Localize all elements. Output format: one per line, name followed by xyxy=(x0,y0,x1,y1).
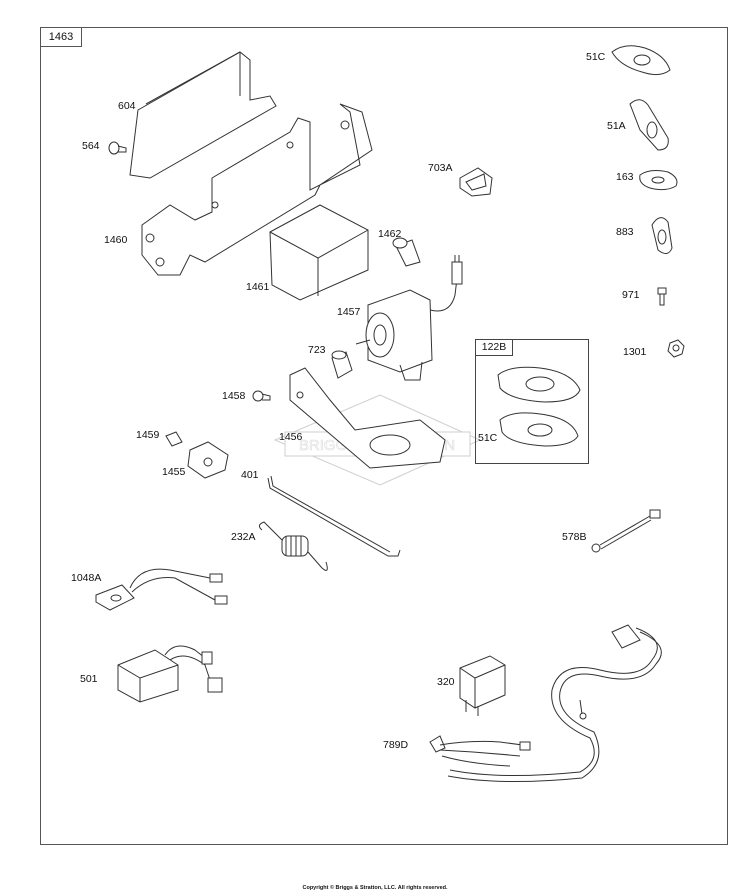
label-703A: 703A xyxy=(428,162,453,174)
part-1462-bolt xyxy=(392,237,421,267)
label-971: 971 xyxy=(622,289,640,301)
label-1048A: 1048A xyxy=(71,572,102,584)
kit-122B-label: 122B xyxy=(475,339,513,356)
part-122B-gasket xyxy=(499,412,579,447)
label-501: 501 xyxy=(80,673,98,685)
part-703A-clip xyxy=(459,167,493,197)
assembly-number: 1463 xyxy=(40,27,82,47)
label-1461: 1461 xyxy=(246,281,270,293)
part-51A-gasket xyxy=(629,99,669,151)
part-883-gasket xyxy=(651,217,673,254)
part-1455-block xyxy=(187,441,229,479)
label-401: 401 xyxy=(241,469,259,481)
label-1458: 1458 xyxy=(222,390,246,402)
part-1456-starter-bracket xyxy=(289,367,446,469)
label-578B: 578B xyxy=(562,531,587,543)
copyright-notice: Copyright © Briggs & Stratton, LLC. All … xyxy=(302,885,448,891)
label-51C: 51C xyxy=(586,51,606,63)
label-1301: 1301 xyxy=(623,346,647,358)
part-578B-ground-wire xyxy=(591,509,661,553)
part-1461-cover xyxy=(269,204,369,301)
part-1301-nut xyxy=(667,339,685,358)
part-1459-pin xyxy=(165,431,183,447)
part-163-gasket xyxy=(639,170,678,191)
part-564-screw xyxy=(108,141,127,155)
part-320-relay xyxy=(459,655,506,716)
part-1457-starter-motor xyxy=(355,255,463,381)
part-1458-screw xyxy=(252,390,271,402)
part-1048A-wire-lead xyxy=(95,568,228,611)
part-51C-gasket xyxy=(611,45,671,76)
part-1460-mount-bracket xyxy=(141,103,373,276)
label-1456: 1456 xyxy=(279,431,303,443)
label-1462: 1462 xyxy=(378,228,402,240)
part-789D-harness xyxy=(429,624,662,783)
part-122B-spacer xyxy=(497,366,581,403)
label-564: 564 xyxy=(82,140,100,152)
part-723-spacer xyxy=(331,350,353,379)
label-883: 883 xyxy=(616,226,634,238)
diagram-frame xyxy=(40,27,728,845)
label-789D: 789D xyxy=(383,739,409,751)
part-501-regulator xyxy=(117,645,223,703)
label-232A: 232A xyxy=(231,531,256,543)
label-51A: 51A xyxy=(607,120,626,132)
part-401-link-rod xyxy=(267,475,401,557)
part-232A-spring xyxy=(258,521,328,571)
part-604-bracket xyxy=(129,51,277,179)
label-1459: 1459 xyxy=(136,429,160,441)
label-723: 723 xyxy=(308,344,326,356)
label-1460: 1460 xyxy=(104,234,128,246)
label-1457: 1457 xyxy=(337,306,361,318)
label-163: 163 xyxy=(616,171,634,183)
label-51C-kit: 51C xyxy=(478,432,498,444)
part-971-screw xyxy=(657,287,667,306)
kit-122B-box xyxy=(475,339,589,464)
label-604: 604 xyxy=(118,100,136,112)
label-1455: 1455 xyxy=(162,466,186,478)
label-320: 320 xyxy=(437,676,455,688)
